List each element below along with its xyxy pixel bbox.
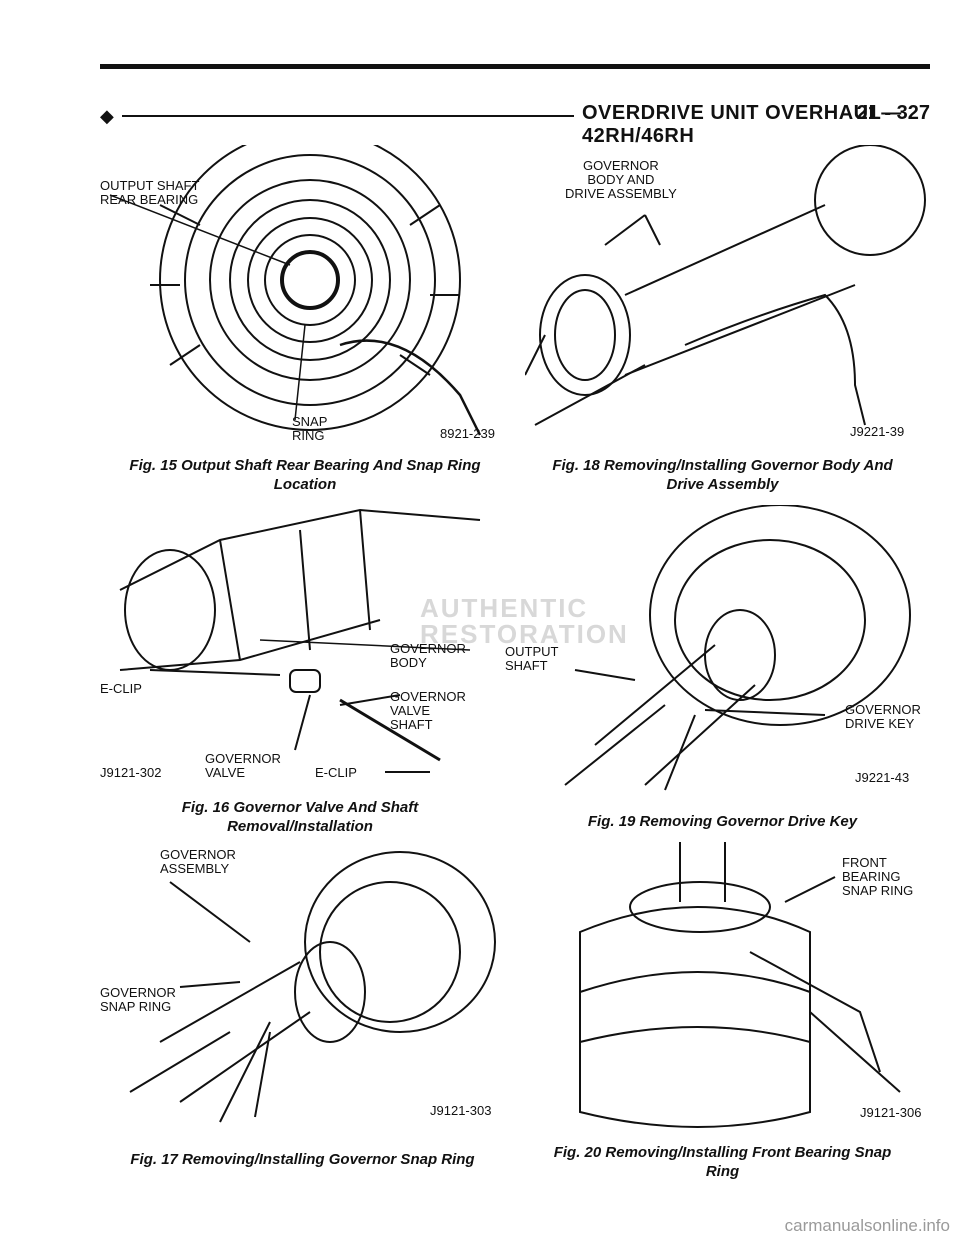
section-title: OVERDRIVE UNIT OVERHAUL—42RH/46RH bbox=[582, 102, 902, 147]
watermark-text: AUTHENTIC RESTORATION bbox=[420, 593, 629, 649]
label-governor-snap-ring: GOVERNOR SNAP RING bbox=[100, 985, 176, 1014]
label-front-bearing-snap-ring: FRONT BEARING SNAP RING bbox=[842, 855, 914, 898]
footer-site[interactable]: carmanualsonline.info bbox=[784, 1216, 950, 1235]
figure-16-illustration bbox=[119, 508, 481, 773]
figure-15: OUTPUT SHAFT REAR BEARING SNAP RING 8921… bbox=[100, 145, 510, 450]
figure-20: FRONT BEARING SNAP RING J9121-306 bbox=[560, 842, 925, 1132]
caption-fig-15: Fig. 15 Output Shaft Rear Bearing And Sn… bbox=[129, 457, 481, 493]
label-governor-drive-key: GOVERNOR DRIVE KEY bbox=[845, 702, 921, 731]
label-governor-body: GOVERNOR BODY bbox=[390, 641, 466, 670]
top-rule bbox=[100, 64, 930, 69]
label-figure-number: J9221-43 bbox=[855, 770, 910, 785]
label-figure-number: J9221-39 bbox=[850, 424, 905, 439]
header-rule bbox=[122, 115, 574, 117]
label-governor-assembly: GOVERNOR ASSEMBLY bbox=[160, 847, 236, 876]
figure-19: OUTPUT SHAFT GOVERNOR DRIVE KEY J9221-43 bbox=[505, 505, 930, 795]
figure-17-illustration bbox=[129, 851, 496, 1123]
label-governor-valve-shaft: GOVERNOR VALVE SHAFT bbox=[390, 689, 466, 732]
label-governor-body-drive-assembly: GOVERNOR BODY AND DRIVE ASSEMBLY bbox=[565, 158, 677, 201]
label-output-shaft: OUTPUT SHAFT bbox=[505, 644, 559, 673]
figure-18: GOVERNOR BODY AND DRIVE ASSEMBLY J9221-3… bbox=[525, 145, 930, 445]
label-snap-ring: SNAP RING bbox=[292, 414, 328, 443]
caption-fig-18: Fig. 18 Removing/Installing Governor Bod… bbox=[552, 457, 893, 493]
caption-fig-16: Fig. 16 Governor Valve And Shaft Removal… bbox=[181, 799, 419, 835]
page-number: 21 - 327 bbox=[856, 102, 930, 124]
label-figure-number: J9121-303 bbox=[430, 1103, 492, 1118]
label-e-clip-right: E-CLIP bbox=[315, 765, 357, 780]
page-header: ◆ OVERDRIVE UNIT OVERHAUL—42RH/46RH 21 -… bbox=[100, 100, 930, 147]
caption-fig-17: Fig. 17 Removing/Installing Governor Sna… bbox=[130, 1151, 475, 1168]
figure-15-illustration bbox=[109, 145, 482, 436]
label-figure-number: 8921-239 bbox=[440, 426, 495, 441]
caption-fig-20: Fig. 20 Removing/Installing Front Bearin… bbox=[553, 1144, 892, 1180]
figure-16: GOVERNOR BODY GOVERNOR VALVE SHAFT E-CLI… bbox=[100, 500, 500, 785]
figure-18-illustration bbox=[525, 145, 926, 426]
label-e-clip-left: E-CLIP bbox=[100, 681, 142, 696]
figure-17: GOVERNOR ASSEMBLY GOVERNOR SNAP RING J91… bbox=[100, 842, 505, 1132]
label-governor-valve: GOVERNOR VALVE bbox=[205, 751, 281, 780]
label-output-shaft-rear-bearing: OUTPUT SHAFT REAR BEARING bbox=[100, 178, 200, 207]
caption-fig-19: Fig. 19 Removing Governor Drive Key bbox=[587, 813, 858, 830]
figure-19-illustration bbox=[564, 505, 911, 791]
diamond-icon: ◆ bbox=[100, 106, 114, 126]
label-figure-number: J9121-306 bbox=[860, 1105, 922, 1120]
label-figure-number: J9121-302 bbox=[100, 765, 162, 780]
figure-20-illustration bbox=[579, 842, 901, 1128]
